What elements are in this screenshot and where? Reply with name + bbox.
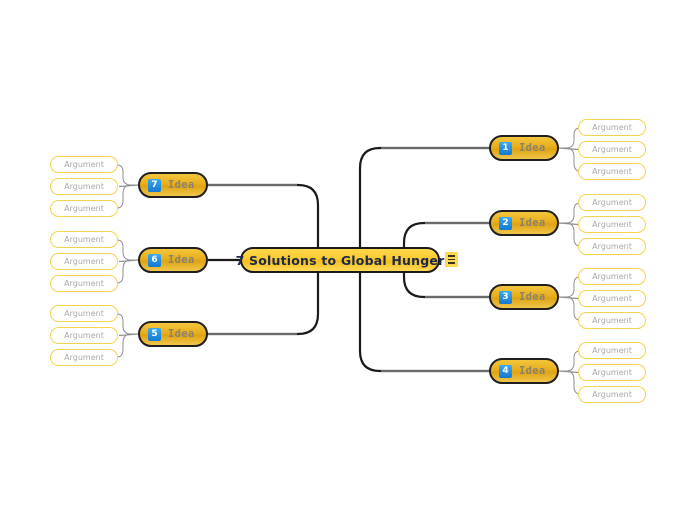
argument-node[interactable]: Argument <box>578 141 646 158</box>
idea-node-label: Idea <box>519 142 546 154</box>
leaf-wire-1c <box>559 147 581 172</box>
argument-node[interactable]: Argument <box>578 216 646 233</box>
argument-node[interactable]: Argument <box>50 349 118 366</box>
argument-node[interactable]: Argument <box>50 231 118 248</box>
idea-node-4[interactable]: 4 Idea <box>489 358 559 384</box>
argument-node[interactable]: Argument <box>578 364 646 381</box>
leaf-wire-4a <box>559 350 581 372</box>
leaf-wire-2c <box>559 222 581 247</box>
leaf-wire-4c <box>559 370 581 395</box>
leaf-wire-6a <box>116 239 138 261</box>
hamburger-line-3 <box>448 262 455 264</box>
argument-node[interactable]: Argument <box>50 200 118 217</box>
idea-node-1[interactable]: 1 Idea <box>489 135 559 161</box>
argument-node[interactable]: Argument <box>578 194 646 211</box>
leaf-wire-3c <box>559 296 581 321</box>
idea-number-badge: 6 <box>148 253 161 267</box>
argument-node[interactable]: Argument <box>50 178 118 195</box>
leaf-wire-4b <box>558 370 579 374</box>
argument-node[interactable]: Argument <box>578 268 646 285</box>
argument-node[interactable]: Argument <box>50 305 118 322</box>
idea-node-5[interactable]: 5 Idea <box>138 321 208 347</box>
idea-node-6[interactable]: 6 Idea <box>138 247 208 273</box>
leaf-wire-6b <box>118 259 139 263</box>
leaf-wire-6c <box>116 259 138 284</box>
leaf-wire-5c <box>116 333 138 358</box>
idea-number-badge: 4 <box>499 364 512 378</box>
argument-node[interactable]: Argument <box>578 342 646 359</box>
idea-node-label: Idea <box>168 254 195 266</box>
argument-node[interactable]: Argument <box>50 156 118 173</box>
argument-node[interactable]: Argument <box>50 253 118 270</box>
leaf-wire-3a <box>559 276 581 298</box>
leaf-wire-5a <box>116 313 138 335</box>
idea-node-label: Idea <box>519 291 546 303</box>
root-node-title: 7 Solutions to Global Hunger <box>235 252 445 268</box>
idea-node-7[interactable]: 7 Idea <box>138 172 208 198</box>
argument-node[interactable]: Argument <box>50 275 118 292</box>
leaf-wire-1a <box>559 127 581 149</box>
hamburger-line-1 <box>448 255 455 257</box>
root-node[interactable]: 7 Solutions to Global Hunger <box>236 247 444 273</box>
hamburger-line-2 <box>448 258 455 261</box>
hamburger-menu-icon[interactable] <box>445 252 458 267</box>
trunk-right-outer <box>358 146 491 262</box>
argument-node[interactable]: Argument <box>578 119 646 136</box>
argument-node[interactable]: Argument <box>578 386 646 403</box>
leaf-wire-3b <box>558 296 579 300</box>
idea-number-badge: 3 <box>499 290 512 304</box>
idea-number-badge: 7 <box>148 178 161 192</box>
leaf-wire-7b <box>118 184 139 188</box>
idea-number-badge: 5 <box>148 327 161 341</box>
argument-node[interactable]: Argument <box>578 290 646 307</box>
leaf-wire-7a <box>116 164 138 186</box>
idea-node-label: Idea <box>519 217 546 229</box>
argument-node[interactable]: Argument <box>50 327 118 344</box>
argument-node[interactable]: Argument <box>578 312 646 329</box>
idea-number-badge: 2 <box>499 216 512 230</box>
idea-node-2[interactable]: 2 Idea <box>489 210 559 236</box>
trunk-right-outer-lower <box>358 258 491 373</box>
idea-node-label: Idea <box>168 328 195 340</box>
leaf-wire-1b <box>558 147 579 151</box>
argument-node[interactable]: Argument <box>578 163 646 180</box>
idea-node-label: Idea <box>519 365 546 377</box>
idea-node-3[interactable]: 3 Idea <box>489 284 559 310</box>
leaf-wire-7c <box>116 184 138 209</box>
leaf-wire-2b <box>558 222 579 226</box>
argument-node[interactable]: Argument <box>578 238 646 255</box>
leaf-wire-2a <box>559 202 581 224</box>
idea-node-label: Idea <box>168 179 195 191</box>
leaf-wire-5b <box>118 333 139 337</box>
idea-number-badge: 1 <box>499 141 512 155</box>
